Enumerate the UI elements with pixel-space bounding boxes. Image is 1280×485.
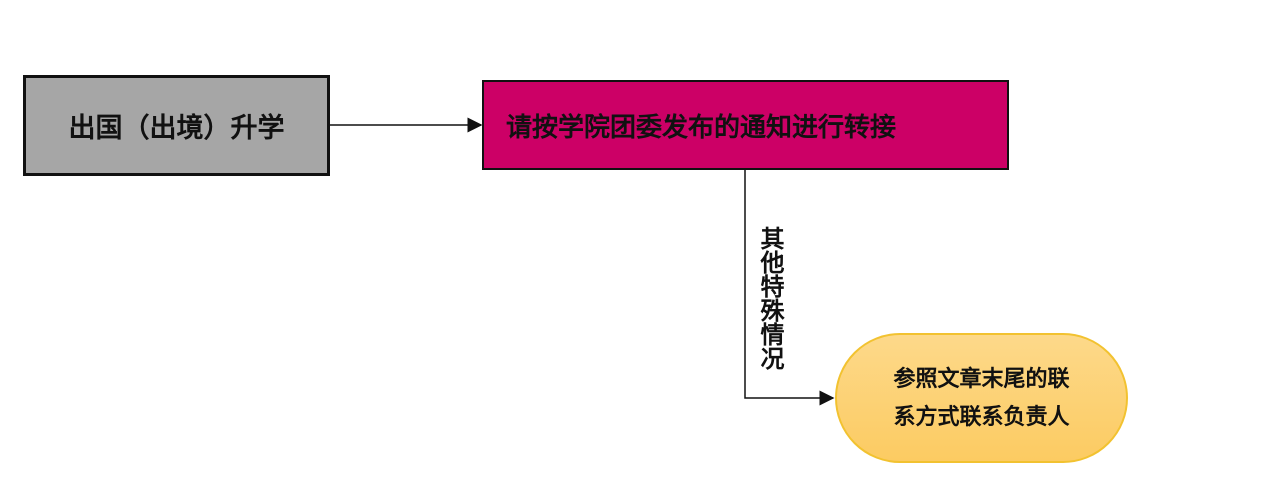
node-label: 出国（出境）升学 (68, 113, 285, 144)
node-contact-responsible: 参照文章末尾的联 系方式联系负责人 (835, 333, 1128, 463)
edge-label-other-cases: 其他特殊情况 (756, 226, 785, 370)
node-label-line2: 系方式联系负责人 (893, 404, 1070, 430)
arrow-transfer-to-contact (744, 170, 835, 406)
node-label-line1: 参照文章末尾的联 (893, 366, 1070, 392)
node-label: 请按学院团委发布的通知进行转接 (506, 112, 897, 143)
node-transfer-notice: 请按学院团委发布的通知进行转接 (482, 80, 1009, 170)
node-study-abroad: 出国（出境）升学 (23, 75, 330, 176)
